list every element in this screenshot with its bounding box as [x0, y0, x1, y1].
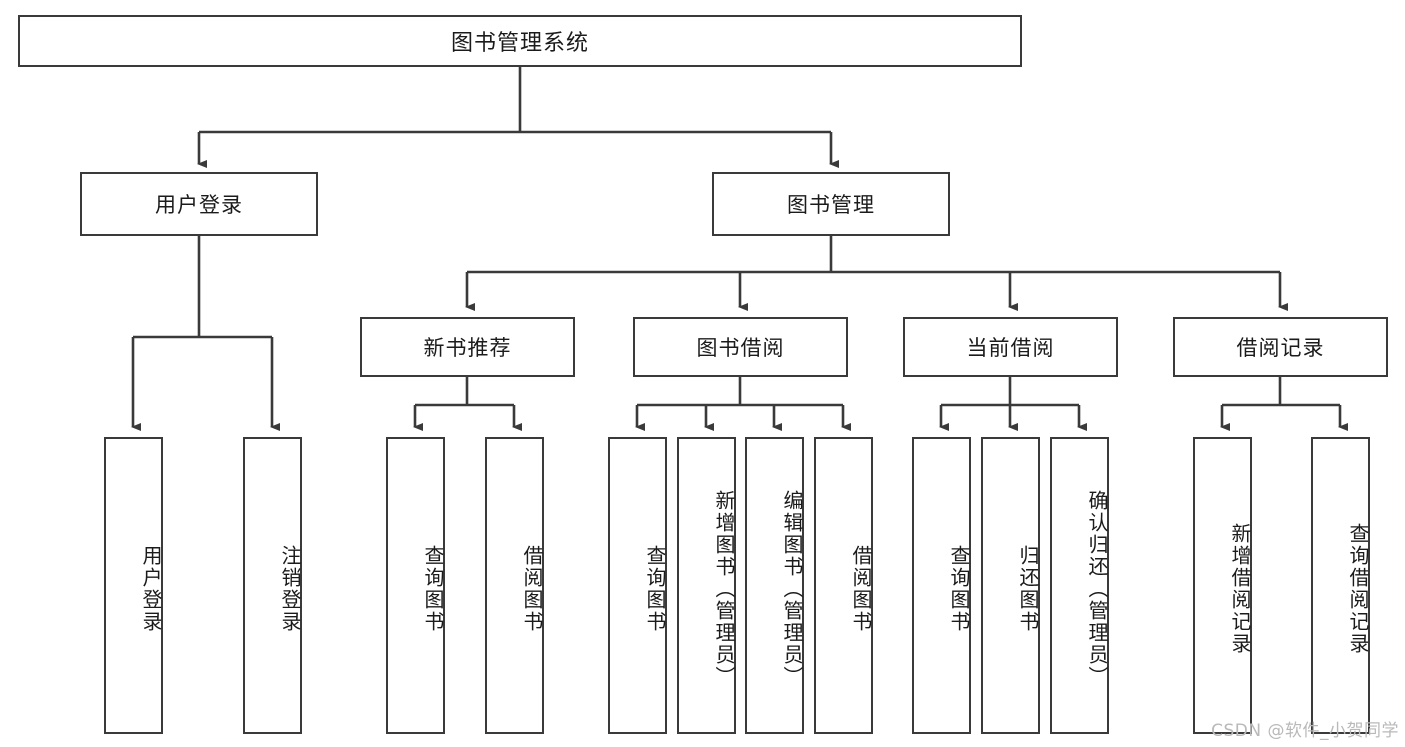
node-label: 新增借阅记录 — [1228, 522, 1252, 655]
leaf-current-borrow-query-book[interactable]: 查询图书 — [912, 437, 971, 734]
leaf-new-book-query-book[interactable]: 查询图书 — [386, 437, 445, 734]
leaf-current-borrow-confirm-return-admin[interactable]: 确认归还（管理员） — [1050, 437, 1109, 734]
node-label: 查询图书 — [421, 544, 445, 633]
node-label: 查询图书 — [643, 544, 667, 633]
node-label: 当前借阅 — [966, 336, 1055, 360]
leaf-borrow-record-query-record[interactable]: 查询借阅记录 — [1311, 437, 1370, 734]
node-label: 查询借阅记录 — [1346, 522, 1370, 655]
csdn-watermark: CSDN @软件_小贺同学 — [1211, 721, 1399, 741]
leaf-book-borrow-borrow-book[interactable]: 借阅图书 — [814, 437, 873, 734]
node-label: 归还图书 — [1016, 544, 1040, 633]
node-label: 图书管理系统 — [450, 31, 589, 56]
leaf-book-borrow-add-book-admin[interactable]: 新增图书（管理员） — [677, 437, 736, 734]
node-label: 借阅图书 — [849, 544, 873, 633]
leaf-book-borrow-query-book[interactable]: 查询图书 — [608, 437, 667, 734]
node-new-book-recommend[interactable]: 新书推荐 — [360, 317, 575, 377]
node-label: 借阅图书 — [520, 544, 544, 633]
leaf-book-borrow-edit-book-admin[interactable]: 编辑图书（管理员） — [745, 437, 804, 734]
node-label: 注销登录 — [278, 544, 302, 633]
leaf-current-borrow-return-book[interactable]: 归还图书 — [981, 437, 1040, 734]
node-book-management[interactable]: 图书管理 — [712, 172, 950, 236]
node-label: 借阅记录 — [1236, 336, 1325, 360]
leaf-user-login-logout[interactable]: 注销登录 — [243, 437, 302, 734]
node-label: 用户登录 — [155, 193, 243, 217]
node-label: 确认归还（管理员） — [1085, 489, 1109, 688]
node-root-book-management-system[interactable]: 图书管理系统 — [18, 15, 1022, 67]
node-label: 查询图书 — [947, 544, 971, 633]
node-label: 用户登录 — [139, 544, 163, 633]
leaf-borrow-record-add-record[interactable]: 新增借阅记录 — [1193, 437, 1252, 734]
node-label: 图书借阅 — [696, 336, 785, 360]
leaf-user-login-login[interactable]: 用户登录 — [104, 437, 163, 734]
node-user-login[interactable]: 用户登录 — [80, 172, 318, 236]
node-current-borrow[interactable]: 当前借阅 — [903, 317, 1118, 377]
node-book-borrow[interactable]: 图书借阅 — [633, 317, 848, 377]
node-label: 图书管理 — [787, 193, 875, 217]
node-borrow-record[interactable]: 借阅记录 — [1173, 317, 1388, 377]
node-label: 新增图书（管理员） — [712, 489, 736, 688]
node-label: 编辑图书（管理员） — [780, 489, 804, 688]
leaf-new-book-borrow-book[interactable]: 借阅图书 — [485, 437, 544, 734]
node-label: 新书推荐 — [423, 336, 512, 360]
